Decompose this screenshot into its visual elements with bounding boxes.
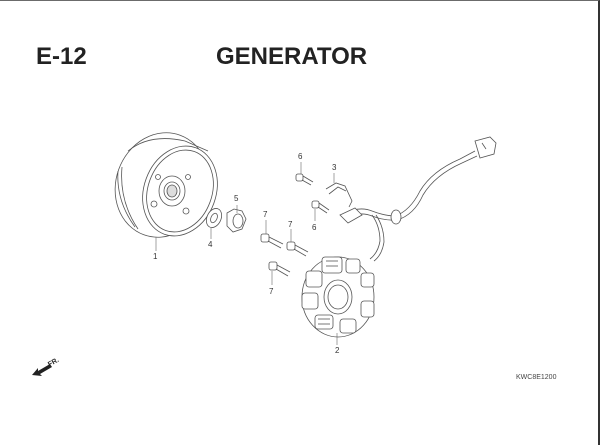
callout-3: 3 [332,163,337,172]
clamp-part [325,182,353,208]
front-arrow-icon: FR. [32,357,60,376]
callout-7a: 7 [263,210,268,219]
section-code: E-12 [36,43,87,70]
bolt-7a [260,233,284,249]
callout-4: 4 [208,240,213,249]
callout-numbers: 1 2 3 4 5 6 6 7 7 7 [153,152,340,355]
bolt-7c [268,261,291,277]
bolt-6a [295,173,314,186]
wire-harness [339,136,497,262]
callout-6b: 6 [312,223,317,232]
leader-lines [155,162,338,345]
stator-part [301,256,375,338]
nut-part [226,208,247,233]
reference-code: KWC8E1200 [516,374,557,381]
page-title: GENERATOR [216,43,368,70]
callout-6a: 6 [298,152,303,161]
callout-7c: 7 [269,287,274,296]
bolt-6b [311,200,330,214]
front-direction-indicator: FR. [30,353,70,379]
callout-2: 2 [335,346,340,355]
callout-5: 5 [234,194,239,203]
callout-1: 1 [153,252,158,261]
washer-part [205,208,223,228]
flywheel-part [114,132,218,238]
callout-7b: 7 [288,220,293,229]
bolt-7b [286,241,309,257]
svg-text:FR.: FR. [47,357,60,369]
